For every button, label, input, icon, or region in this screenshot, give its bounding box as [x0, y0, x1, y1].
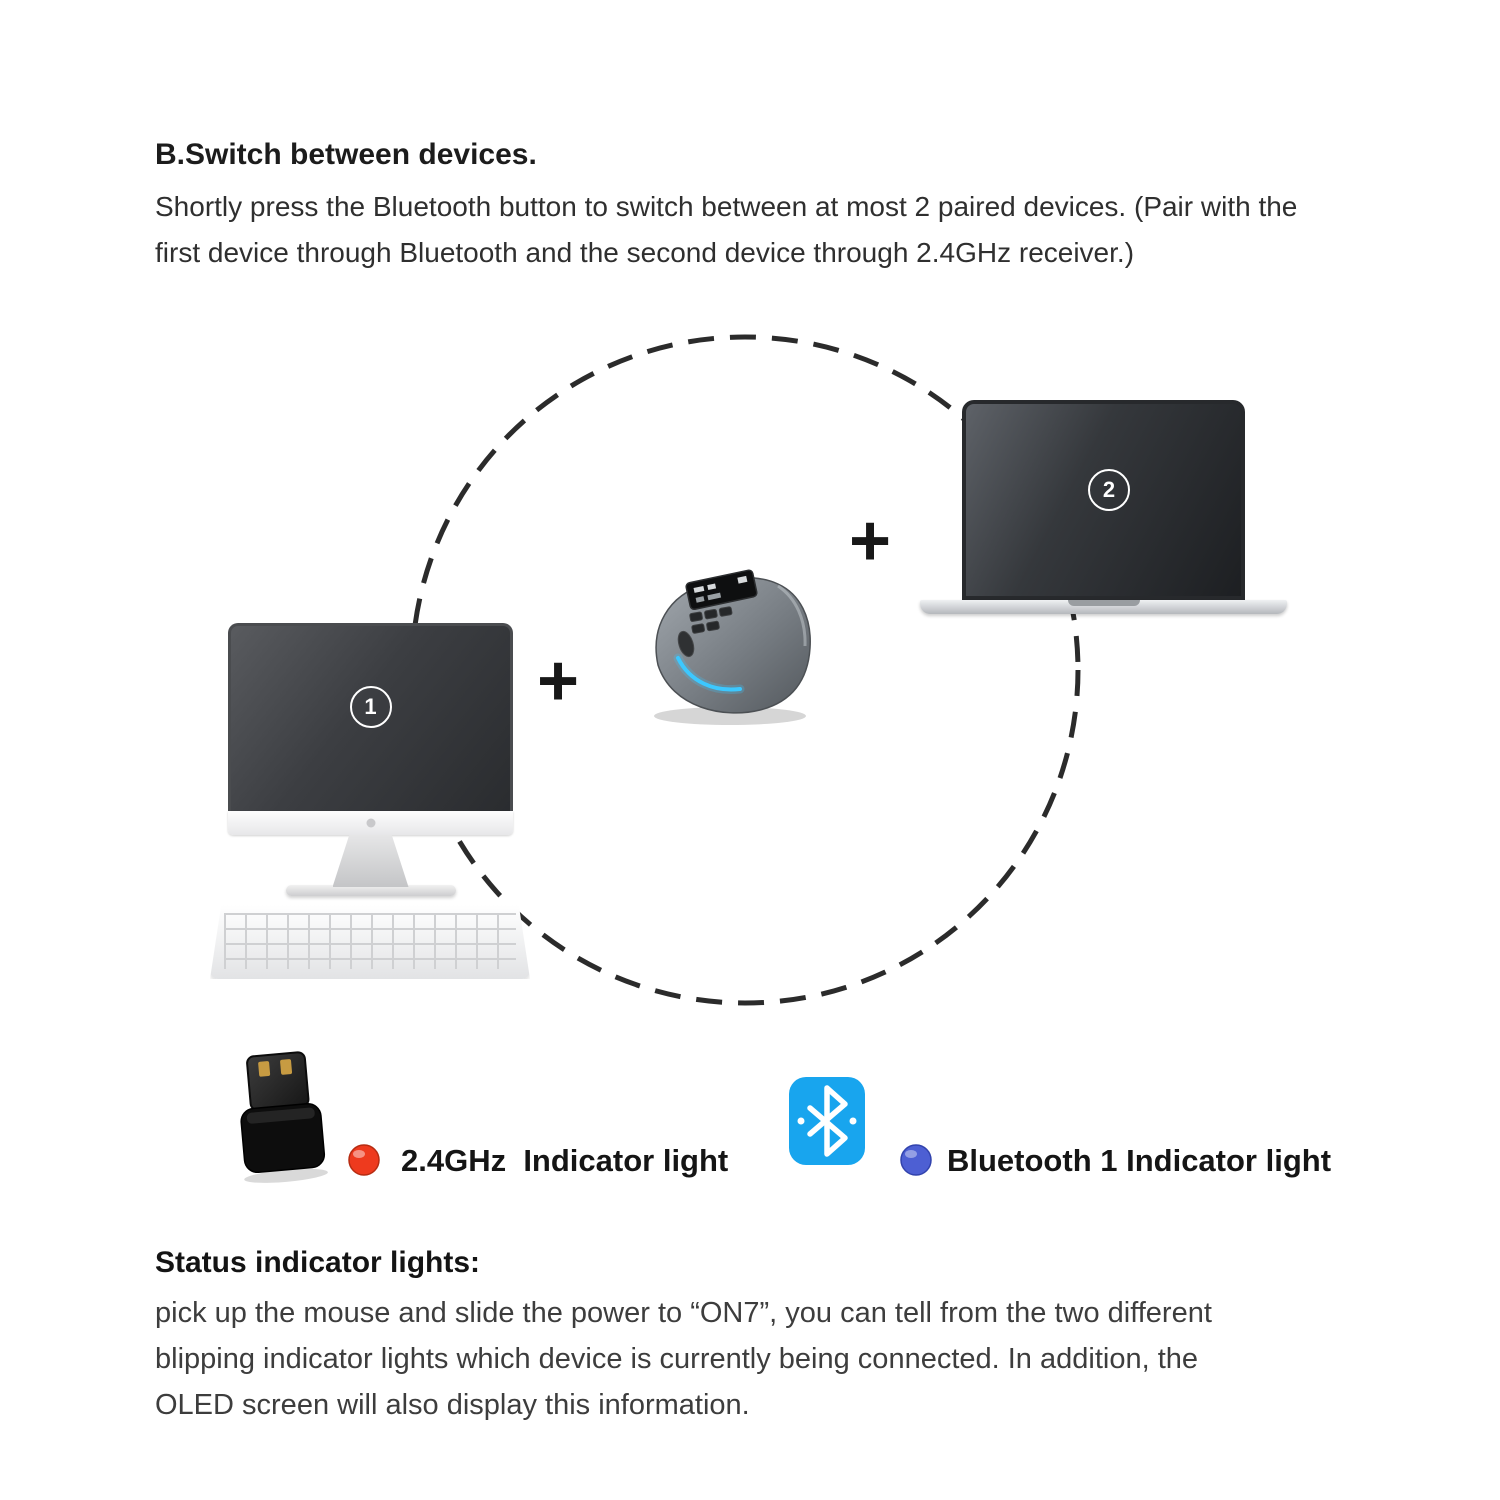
bt-indicator-dot: [900, 1144, 932, 1176]
section-body: Shortly press the Bluetooth button to sw…: [155, 184, 1297, 276]
laptop-computer: 2: [920, 400, 1287, 614]
mouse-buttons: [689, 606, 733, 634]
keyboard: [210, 905, 530, 979]
laptop-base: [920, 600, 1287, 614]
laptop-hinge-notch: [1067, 600, 1140, 606]
mouse-oled-screen: [685, 569, 758, 611]
rf-indicator-dot: [348, 1144, 380, 1176]
mouse-led-light: [673, 653, 745, 695]
status-body-line: OLED screen will also display this infor…: [155, 1389, 750, 1421]
imac-logo: [366, 818, 375, 828]
status-body-line: pick up the mouse and slide the power to…: [155, 1297, 1212, 1329]
status-title: Status indicator lights:: [155, 1246, 481, 1279]
usb-contact: [258, 1061, 271, 1077]
section-body-line: Shortly press the Bluetooth button to sw…: [155, 191, 1298, 222]
imac-base: [285, 885, 456, 896]
usb-body-highlight: [246, 1107, 315, 1124]
bt-indicator-label: Bluetooth 1 Indicator light: [947, 1143, 1332, 1178]
status-body-line: blipping indicator lights which device i…: [155, 1343, 1199, 1375]
mouse-hump-highlight: [777, 584, 807, 647]
imac-chin: [228, 811, 513, 835]
keyboard-keys: [224, 913, 516, 969]
device-1-badge: 1: [349, 686, 392, 729]
status-body: pick up the mouse and slide the power to…: [155, 1290, 1212, 1428]
plus-sign-2: +: [849, 501, 892, 581]
rf-indicator-label: 2.4GHz Indicator light: [401, 1143, 729, 1178]
laptop-screen: 2: [962, 400, 1245, 600]
section-body-line: first device through Bluetooth and the s…: [155, 237, 1135, 268]
usb-contact: [280, 1059, 293, 1075]
section-title: B.Switch between devices.: [155, 138, 537, 171]
mouse-shadow: [654, 707, 806, 725]
usb-connector: [246, 1051, 310, 1112]
desktop-computer: 1: [210, 623, 530, 979]
vertical-mouse: [654, 569, 811, 725]
device-2-badge: 2: [1088, 469, 1130, 512]
mouse-scroll-wheel: [677, 630, 695, 658]
imac-stand: [332, 835, 409, 887]
plus-sign-1: +: [537, 641, 580, 721]
usb-receiver-icon: [240, 1051, 328, 1183]
bluetooth-icon: [789, 1077, 865, 1165]
imac-screen: 1: [228, 623, 513, 811]
